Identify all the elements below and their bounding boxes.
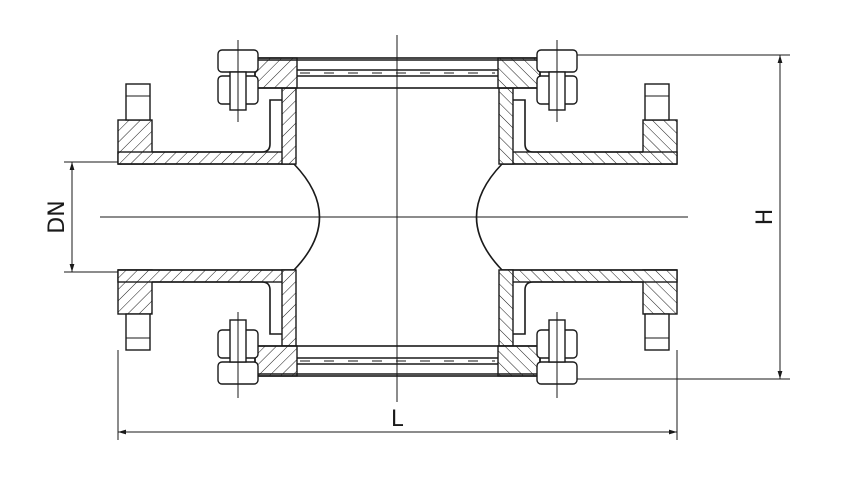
top-tie-rod-assembly: [230, 57, 570, 89]
bolt-top-right: [536, 40, 578, 122]
h-label: H: [753, 209, 778, 226]
dn-label: DN: [45, 200, 70, 233]
right-pipe-wall: [498, 87, 678, 347]
dimension-h: H: [577, 54, 790, 380]
right-bellows-arc: [475, 163, 503, 271]
bolt-top-left: [217, 40, 259, 122]
left-end-flange: [117, 83, 153, 351]
bolt-bottom-right: [536, 312, 578, 398]
left-pipe-wall: [117, 87, 297, 347]
dimension-l: L: [117, 350, 678, 440]
dimension-dn: DN: [45, 161, 118, 273]
bolt-bottom-left: [217, 312, 259, 398]
left-bellows-arc: [293, 163, 321, 271]
l-label: L: [391, 407, 404, 432]
bottom-tie-rod-assembly: [230, 345, 570, 377]
